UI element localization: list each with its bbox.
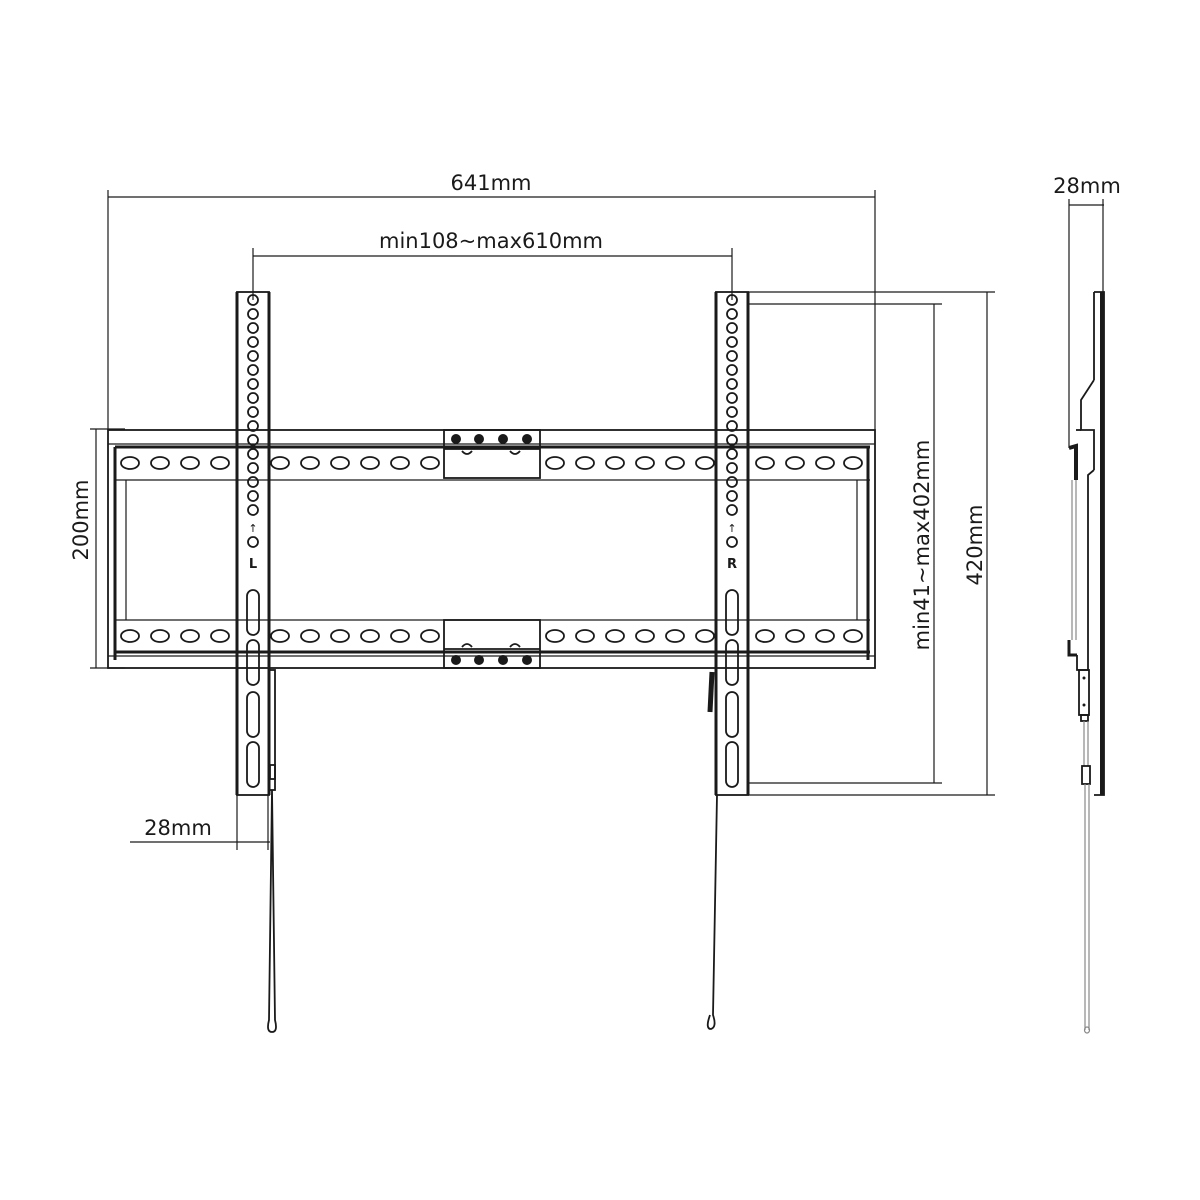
vesa-vertical-label: min41~max402mm	[910, 440, 934, 651]
arm-height-label: 420mm	[963, 505, 987, 586]
right-arm-holes: ↑	[726, 294, 738, 548]
frame-height-label: 200mm	[69, 480, 93, 561]
up-arrow-icon: ↑	[727, 522, 736, 535]
left-safety-cord	[267, 669, 277, 1033]
left-arm-label: L	[249, 557, 257, 572]
side-view: 28mm	[1053, 174, 1121, 1034]
bottom-slot-row	[120, 629, 863, 643]
dimension-frame-height: 200mm	[69, 428, 125, 669]
dimension-vesa-horizontal: min108~max610mm	[252, 229, 733, 300]
top-slot-row	[120, 456, 863, 470]
overall-width-label: 641mm	[451, 171, 532, 195]
right-safety-cord	[706, 671, 718, 1030]
left-arm-holes: ↑	[247, 294, 259, 548]
center-connector-bottom	[443, 619, 541, 669]
vesa-horizontal-label: min108~max610mm	[379, 229, 603, 253]
side-depth-label: 28mm	[1053, 174, 1121, 198]
dimension-arm-height: 420mm	[748, 291, 995, 796]
right-vertical-arm: ↑ R	[706, 291, 750, 1030]
wall-plate-frame	[107, 429, 876, 669]
front-depth-label: 28mm	[144, 816, 212, 840]
dimension-vesa-vertical: min41~max402mm	[748, 303, 942, 784]
dimension-front-depth: 28mm	[130, 795, 270, 850]
left-vertical-arm: ↑ L	[235, 291, 277, 1033]
up-arrow-icon: ↑	[248, 522, 257, 535]
right-arm-label: R	[727, 557, 737, 572]
center-connector-top	[443, 429, 541, 479]
dimension-overall-width: 641mm	[107, 171, 876, 430]
